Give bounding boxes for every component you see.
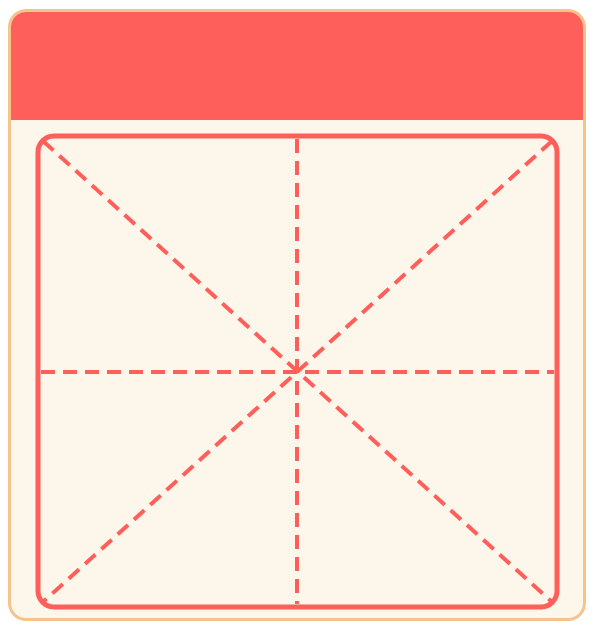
grid-frame <box>35 133 560 610</box>
guide-diagonal-tr-bl <box>41 139 554 604</box>
writing-grid <box>35 133 560 610</box>
practice-card <box>8 9 586 621</box>
header-band <box>11 12 583 120</box>
rice-grid-svg <box>35 133 560 610</box>
